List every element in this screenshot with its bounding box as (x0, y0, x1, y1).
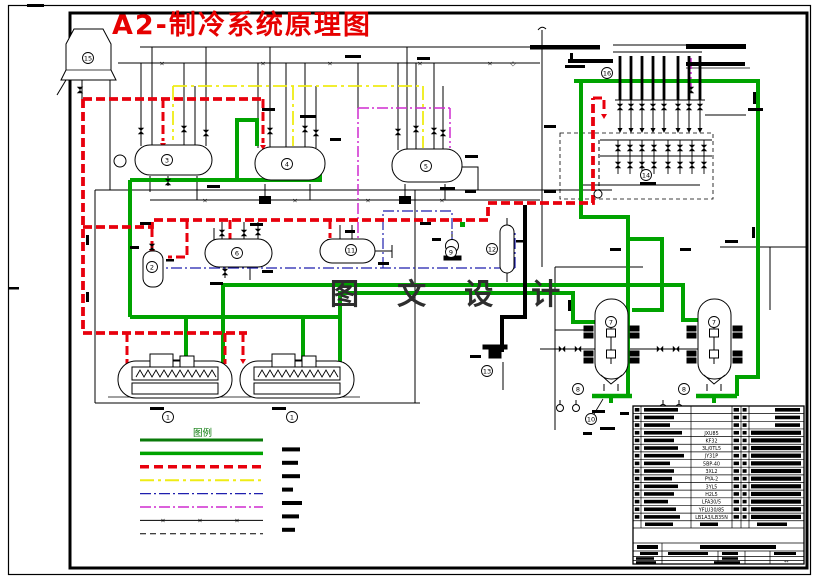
svg-text:14: 14 (642, 171, 650, 179)
legend: 图例 × × × (140, 427, 302, 535)
svg-text:×: × (487, 60, 492, 68)
vertical-vessel-7b (686, 298, 743, 391)
svg-text:12: 12 (488, 245, 496, 253)
svg-text:1: 1 (166, 413, 170, 421)
valve-symbols (76, 86, 695, 353)
svg-text:**: ** (784, 560, 789, 566)
svg-text:8: 8 (682, 385, 686, 393)
svg-text:YFLU30/85: YFLU30/85 (698, 507, 724, 513)
svg-text:5BP-40: 5BP-40 (703, 461, 720, 467)
valve-manifold-lower (614, 140, 708, 174)
vertical-vessel-7a (583, 298, 640, 391)
svg-text:7: 7 (712, 318, 716, 326)
svg-text:11: 11 (347, 246, 355, 254)
svg-text:JY31P: JY31P (704, 454, 718, 460)
svg-text:×: × (197, 517, 202, 525)
svg-text:16: 16 (603, 69, 611, 77)
equipment-vessels (60, 28, 743, 412)
svg-text:4: 4 (285, 160, 289, 168)
svg-text:3L/0TL5: 3L/0TL5 (702, 446, 721, 452)
svg-text:2: 2 (150, 263, 154, 271)
annotation-bars (86, 44, 763, 435)
svg-text:10: 10 (587, 415, 595, 423)
svg-text:9: 9 (449, 248, 453, 256)
svg-text:3YL5: 3YL5 (706, 484, 718, 490)
svg-text:3XL2: 3XL2 (705, 469, 717, 475)
svg-text:3: 3 (165, 156, 169, 164)
svg-text:PYA-2: PYA-2 (705, 477, 718, 483)
pipes-red (81, 96, 606, 366)
vessel-12 (499, 224, 515, 274)
svg-text:KF32: KF32 (705, 438, 717, 444)
pump-under-manifold (593, 189, 603, 199)
svg-text:JXU85: JXU85 (703, 431, 718, 437)
svg-text:×: × (439, 197, 444, 205)
svg-text:×: × (327, 60, 332, 68)
svg-text:LFA30/5: LFA30/5 (702, 500, 721, 506)
svg-text:×: × (260, 60, 265, 68)
svg-text:15: 15 (84, 54, 92, 62)
svg-text:1: 1 (290, 413, 294, 421)
svg-text:6: 6 (235, 249, 239, 257)
svg-text:×: × (292, 197, 297, 205)
drawing-frame (7, 4, 812, 576)
svg-text:7: 7 (609, 318, 613, 326)
line-break-marks: × × × × × ◇ × × × × (159, 60, 515, 205)
svg-text:5: 5 (424, 162, 428, 170)
svg-text:×: × (365, 197, 370, 205)
svg-text:8: 8 (576, 385, 580, 393)
svg-text:×: × (234, 517, 239, 525)
svg-text:×: × (417, 60, 422, 68)
legend-title: 图例 (193, 427, 212, 439)
svg-text:13: 13 (483, 367, 491, 375)
drawing-title: A2-制冷系统原理图 (112, 9, 372, 41)
valve-manifold-top (616, 56, 704, 133)
vessel-3 (134, 144, 213, 176)
svg-text:LB1A3/LB35N: LB1A3/LB35N (695, 515, 728, 521)
svg-text:×: × (160, 517, 165, 525)
pipes-yellow (172, 85, 424, 148)
watermark-text: 图 文 设 计 (330, 277, 574, 311)
svg-text:H2L5: H2L5 (705, 492, 717, 498)
svg-text:◇: ◇ (511, 60, 516, 68)
svg-text:×: × (202, 197, 207, 205)
svg-text:×: × (159, 60, 164, 68)
vessel-3-pump (113, 154, 127, 168)
ice-unit-2 (239, 353, 355, 399)
ice-unit-1 (117, 353, 233, 399)
